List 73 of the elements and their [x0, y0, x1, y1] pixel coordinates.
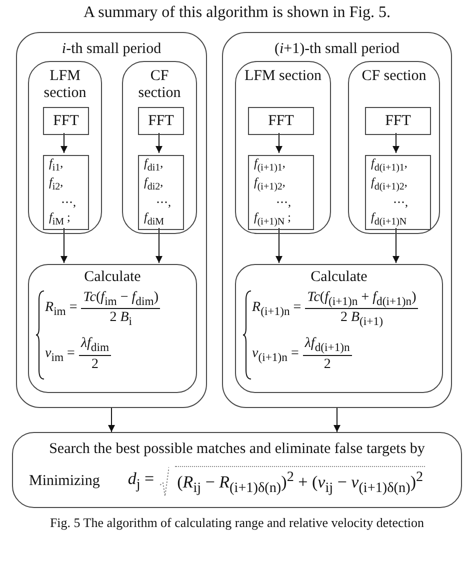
section-heading: LFM section	[42, 68, 88, 101]
arrow	[60, 132, 68, 154]
frequency-item: f$_{iM}$ ;	[48, 210, 70, 230]
fraction-numerator: λf$_{dim}$	[78, 336, 112, 356]
frequency-list-box	[138, 155, 184, 230]
section-heading: CF section	[360, 68, 428, 84]
formula-term: v$_{(i+1)n}$ =	[252, 346, 299, 364]
calculation-box	[235, 264, 443, 393]
frequency-list-box	[248, 155, 314, 230]
step-label: FFT	[52, 112, 80, 130]
frequency-item: ⋯,	[60, 194, 76, 210]
frequency-item: f$_{(i+1)N}$ ;	[253, 210, 291, 230]
frequency-item: f$_{(i+1)1}$,	[253, 156, 286, 176]
process-box	[138, 107, 184, 135]
figure-caption: Fig. 5 The algorithm of calculating range and relative velocity detection	[48, 515, 426, 531]
instruction-text: Minimizing	[29, 473, 100, 490]
arrow	[276, 132, 282, 154]
arrow	[276, 228, 282, 264]
frequency-item: f$_{i2}$,	[48, 175, 64, 195]
fraction-denominator: 2 B$_{i}$	[110, 309, 132, 328]
arrow	[392, 132, 400, 154]
period-container	[222, 32, 452, 408]
section-container	[122, 61, 197, 234]
group-heading: i-th small period	[60, 41, 162, 58]
frequency-item: ⋯,	[155, 194, 171, 210]
formula-term: R$_{im}$ =	[45, 300, 78, 318]
instruction-text: Search the best possible matches and eliminate false targets by	[49, 441, 425, 458]
step-label: FFT	[384, 112, 412, 130]
step-heading: Calculate	[310, 269, 368, 286]
frequency-list-box	[43, 155, 89, 230]
fraction-denominator: 2	[324, 356, 331, 373]
frequency-item: ⋯,	[392, 194, 408, 210]
process-box	[365, 107, 431, 135]
process-box	[248, 107, 314, 135]
formula-term: R$_{(i+1)n}$ =	[252, 300, 302, 318]
frequency-item: ⋯,	[275, 194, 291, 210]
formula-term: d$_{j}$ =	[128, 469, 154, 494]
formula-radicand: (R$_{ij}$ − R$_{(i+1)δ(n)}$)$^{2}$ + (v$_{ij}$ − v$_{(i+1)δ(n)}$)$^{2}$	[175, 466, 426, 498]
arrow	[156, 228, 162, 264]
section-container	[235, 61, 331, 234]
step-label: FFT	[147, 112, 175, 130]
fraction-numerator: λf$_{d(i+1)n}$	[302, 336, 352, 356]
step-label: FFT	[267, 112, 295, 130]
frequency-item: f$_{diM}$	[143, 210, 164, 230]
arrow	[392, 228, 400, 264]
step-heading: Calculate	[83, 269, 142, 286]
frequency-item: f$_{d(i+1)N}$	[370, 210, 407, 230]
fraction-denominator: 2 B$_{(i+1)}$	[340, 309, 383, 328]
result-box	[12, 432, 462, 508]
frequency-item: f$_{(i+1)2}$,	[253, 175, 286, 195]
section-container	[348, 61, 440, 234]
fraction-numerator: Tc(f$_{(i+1)n}$ + f$_{d(i+1)n}$)	[305, 290, 418, 310]
process-box	[43, 107, 89, 135]
group-heading: (i+1)-th small period	[273, 41, 401, 58]
section-heading: LFM section	[243, 68, 323, 84]
arrow	[60, 228, 68, 264]
arrow	[334, 408, 340, 432]
title-text: A summary of this algorithm is shown in Fig. 5.	[82, 4, 392, 22]
formula-term: v$_{im}$ =	[45, 346, 75, 364]
fraction-denominator: 2	[91, 356, 98, 373]
period-container	[16, 32, 207, 408]
frequency-list-box	[365, 155, 431, 230]
calculation-box	[28, 264, 197, 393]
arrow	[156, 132, 162, 154]
frequency-item: f$_{i1}$,	[48, 156, 64, 176]
frequency-item: f$_{d(i+1)1}$,	[370, 156, 408, 176]
section-container	[28, 61, 102, 234]
section-heading: CF section	[137, 68, 182, 101]
frequency-item: f$_{d(i+1)2}$,	[370, 175, 408, 195]
frequency-item: f$_{di2}$,	[143, 175, 164, 195]
frequency-item: f$_{di1}$,	[143, 156, 164, 176]
fraction-numerator: Tc(f$_{im}$ − f$_{dim}$)	[81, 290, 160, 310]
arrow	[108, 408, 115, 432]
